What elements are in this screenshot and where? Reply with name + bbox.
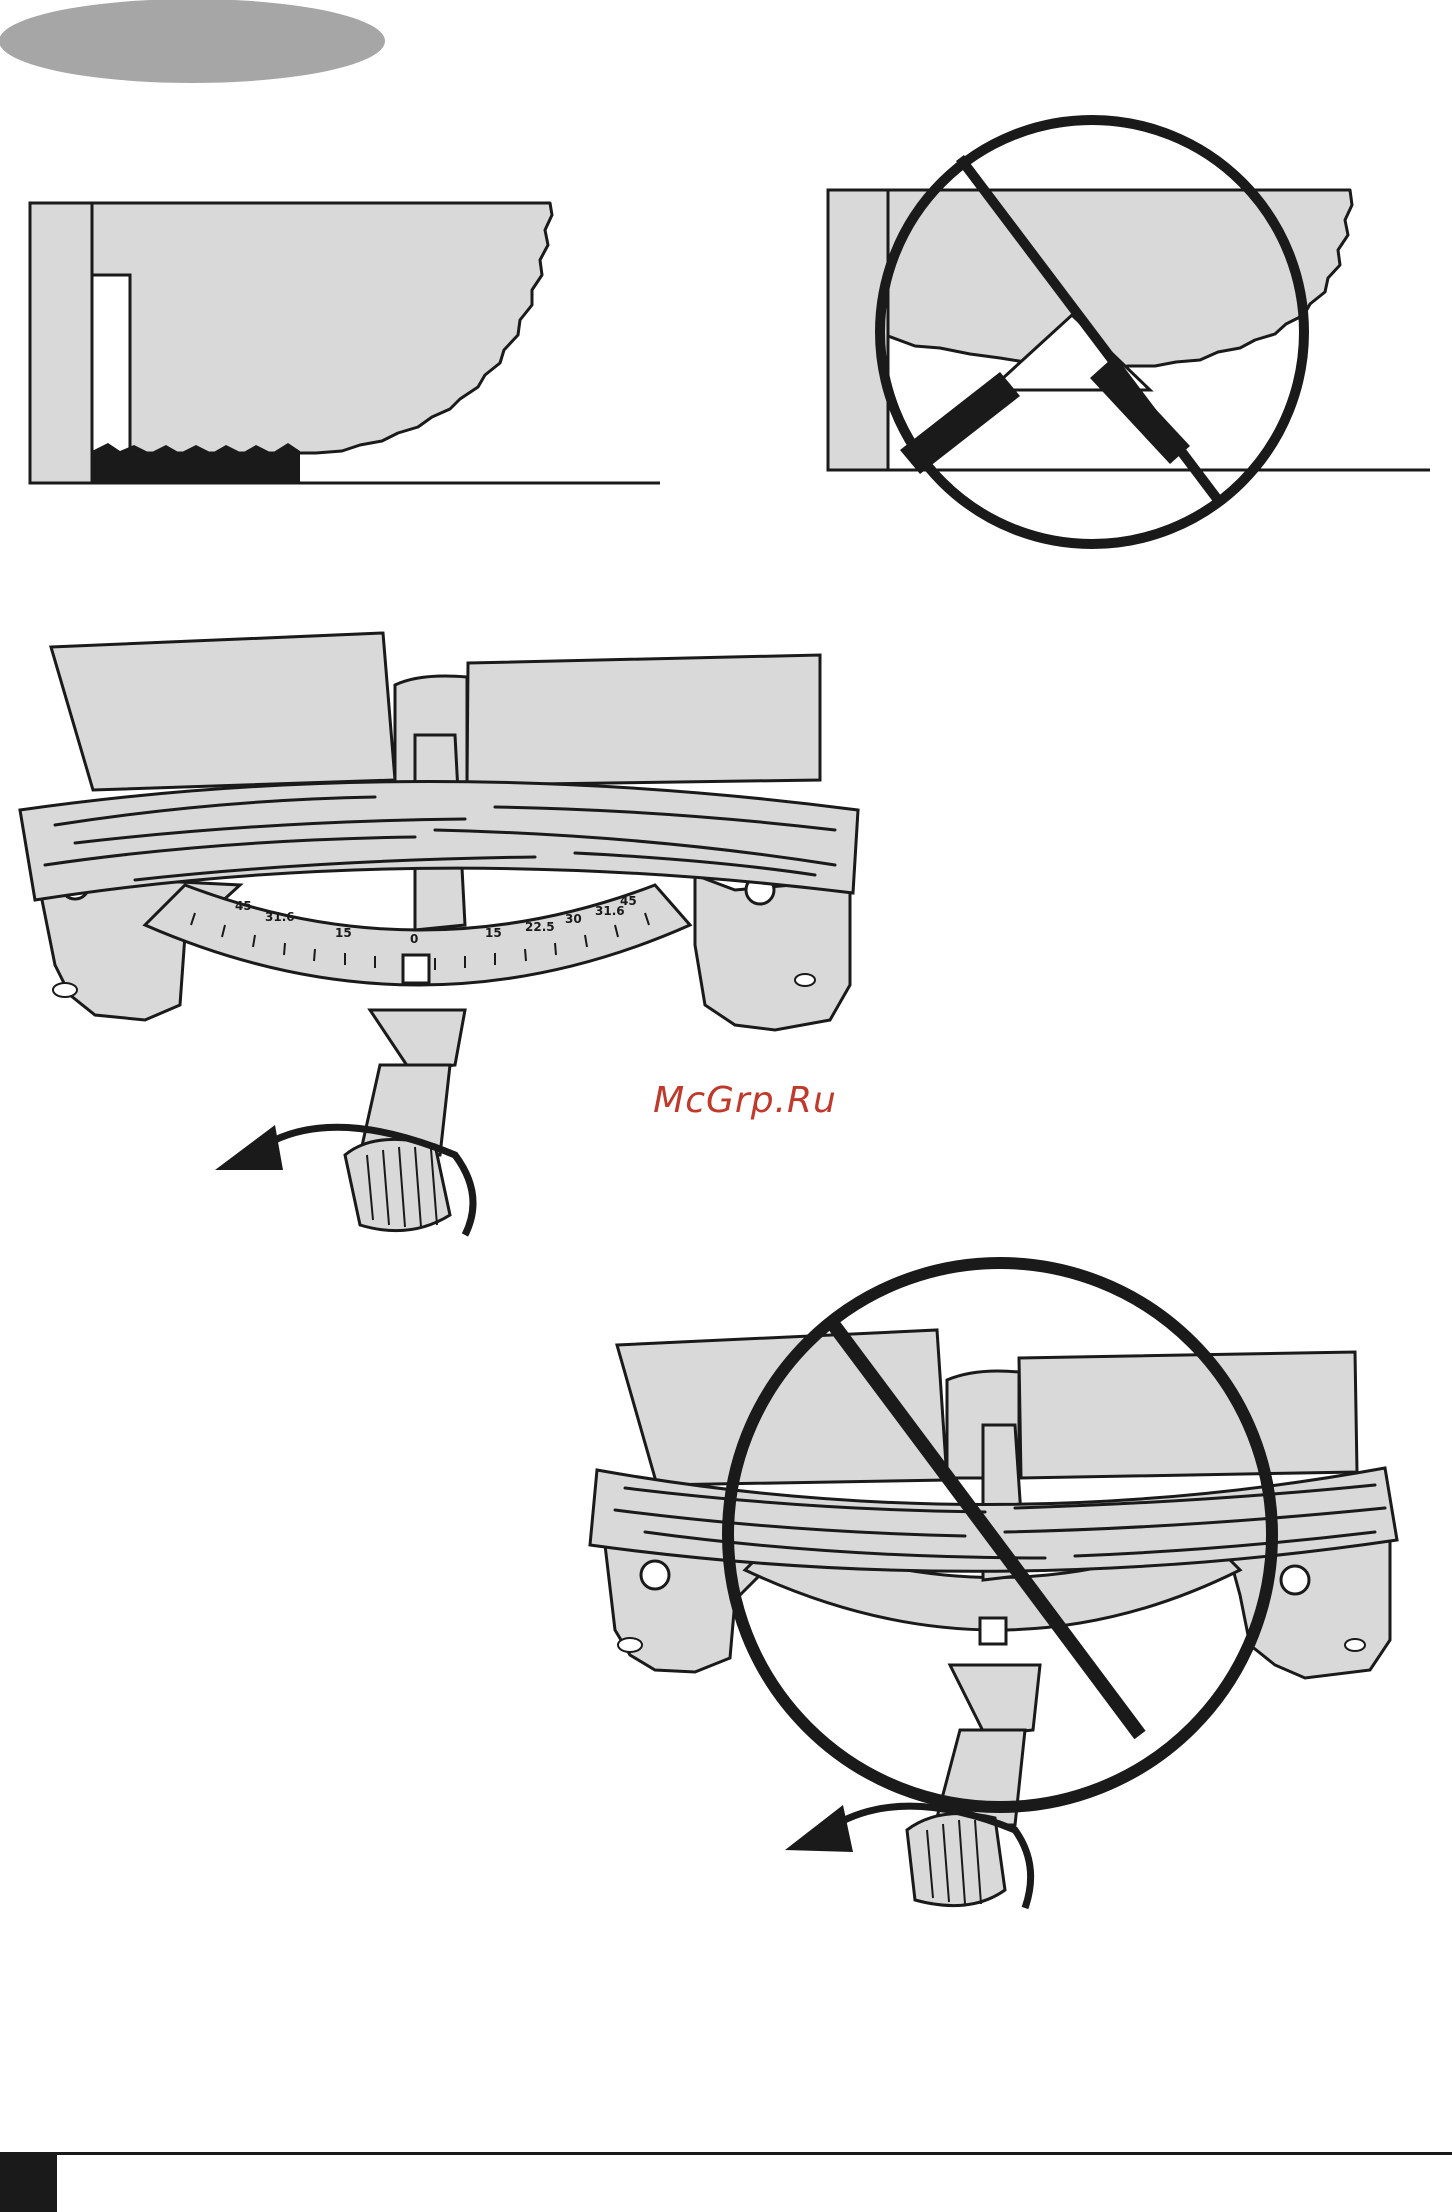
scale-label: 15 <box>485 926 502 940</box>
scale-label: 15 <box>335 926 352 940</box>
figure-saw-blade-incorrect <box>820 110 1440 550</box>
prohibited-saw-blade-icon <box>820 110 1440 550</box>
prohibited-miter-saw-icon <box>585 1240 1415 1930</box>
watermark: McGrp.Ru <box>625 1080 865 1121</box>
scale-label: 22.5 <box>525 920 555 934</box>
figure-saw-blade-correct <box>20 195 670 495</box>
scale-label: 30 <box>565 912 582 926</box>
scale-label: 0 <box>410 932 418 946</box>
scale-label: 45 <box>235 899 252 913</box>
miter-saw-warped-board-icon: 45 31.6 15 0 15 22.5 30 31.6 45 <box>15 625 875 1245</box>
footer-page-tab <box>0 2152 57 2212</box>
scale-label: 45 <box>620 894 637 908</box>
figure-miter-saw-correct: 45 31.6 15 0 15 22.5 30 31.6 45 <box>15 625 875 1245</box>
saw-blade-cutting-flat-icon <box>20 195 670 495</box>
figure-miter-saw-incorrect <box>585 1240 1415 1930</box>
section-tab <box>0 0 400 90</box>
scale-label: 31.6 <box>265 910 295 924</box>
footer-rule <box>0 2152 1452 2155</box>
